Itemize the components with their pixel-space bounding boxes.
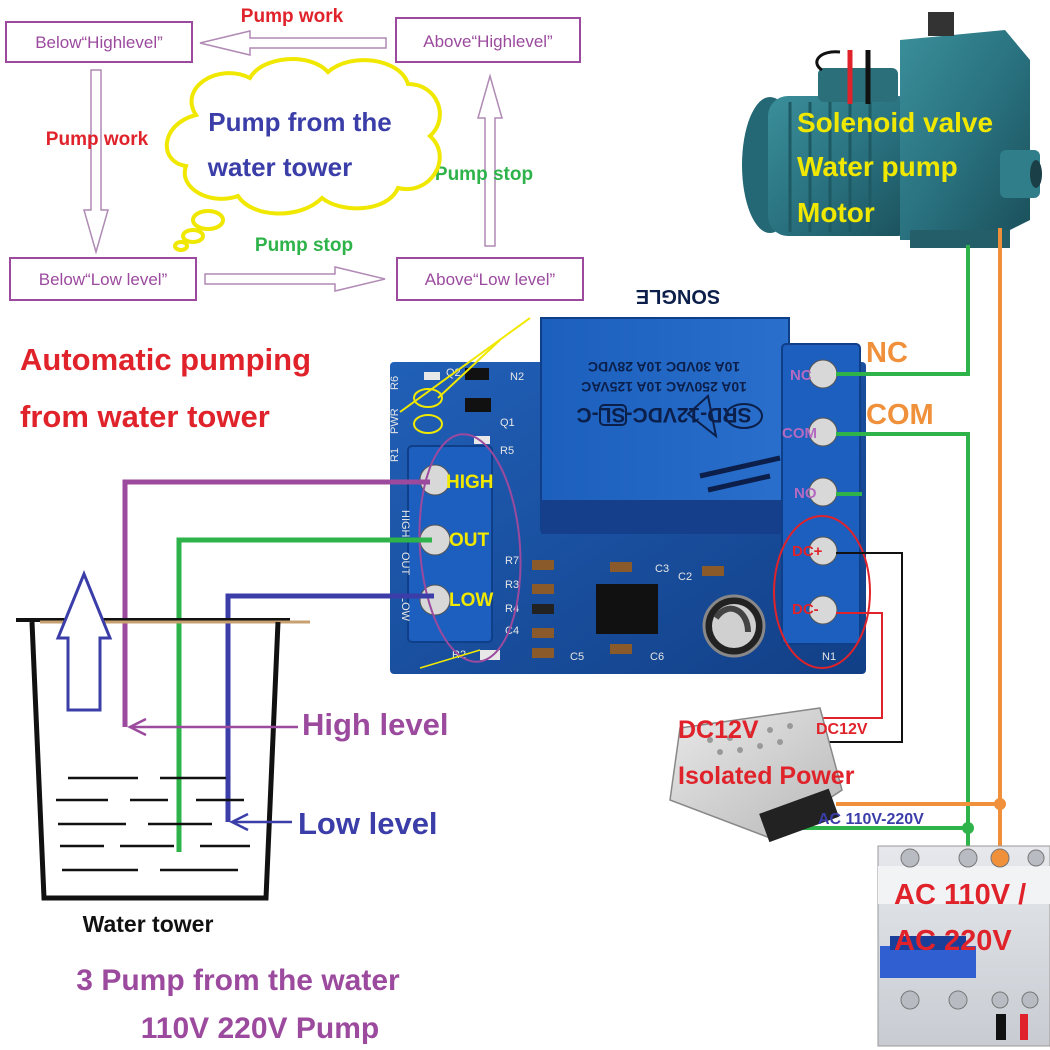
relay-model: SRD-12VDC-SL-C: [576, 403, 751, 426]
label-high-level: High level: [302, 707, 448, 742]
arrow-right: [477, 73, 503, 247]
footer-line1: 3 Pump from the water: [76, 964, 400, 997]
box-below-high-text: Below“Highlevel”: [35, 33, 163, 52]
pin-low-label: LOW: [449, 590, 493, 611]
psu-ac-label: AC 110V-220V: [818, 811, 924, 828]
box-below-low-text: Below“Low level”: [39, 270, 168, 289]
arrow-bottom: [204, 266, 386, 292]
box-above-low-text: Above“Low level”: [425, 270, 556, 289]
label-pump-stop-right: Pump stop: [435, 164, 533, 185]
wire-dc-minus: [818, 612, 883, 719]
wires: [122, 228, 1002, 858]
cloud-text-line2: water tower: [207, 152, 353, 182]
silk-c2: C2: [678, 571, 692, 583]
led-callout: [399, 317, 531, 434]
box-below-high: [5, 21, 193, 63]
flow-chart: Below“Highlevel” Above“Highlevel” Below“…: [5, 6, 584, 301]
box-above-low: [396, 257, 584, 301]
breaker-label-line2: AC 220V: [894, 925, 1012, 957]
label-pump-work-top: Pump work: [241, 6, 344, 27]
psu-label-line1: DC12V: [678, 716, 759, 744]
relay-module: [540, 317, 790, 531]
caption-auto-line1: Automatic pumping: [20, 342, 311, 377]
box-above-high: [395, 17, 581, 63]
breaker-label-line1: AC 110V /: [894, 879, 1026, 911]
cloud-text-line1: Pump from the: [208, 107, 391, 137]
thought-cloud: [164, 57, 442, 252]
silk-n2: N2: [510, 371, 524, 383]
pin-high-label: HIGH: [446, 472, 494, 493]
breaker-switch: [880, 946, 976, 978]
silk-low: LOW: [399, 596, 411, 622]
circuit-breaker: [877, 845, 1050, 1047]
label-pump-stop-bottom: Pump stop: [255, 235, 353, 256]
ic-chip: [596, 584, 658, 634]
wire-dc-plus: [818, 552, 903, 743]
wire-nc: [836, 245, 970, 376]
wire-com: [836, 432, 970, 858]
silk-r5: R5: [500, 445, 514, 457]
terminal-screws-right: [808, 359, 838, 625]
silk-n1: N1: [822, 651, 836, 663]
silk-r3: R3: [505, 579, 519, 591]
arrow-top: [199, 30, 387, 56]
silk-r1: R1: [389, 448, 401, 462]
relay-rating-1: 10A 250VAC 10A 125VAC: [581, 379, 747, 395]
com-callout: COM: [866, 399, 934, 431]
silk-high: HIGH: [399, 510, 411, 538]
term-nc-label: NC: [790, 367, 812, 384]
silk-r7: R7: [505, 555, 519, 567]
psu-label-line2: Isolated Power: [678, 762, 855, 790]
relay-rating-2: 10A 30VDC 10A 28VDC: [588, 359, 740, 375]
silk-q1: Q1: [500, 417, 515, 429]
term-dcp-label: DC+: [792, 543, 823, 560]
term-dcm-label: DC-: [792, 601, 819, 618]
box-below-low: [9, 257, 197, 301]
label-water-tower: Water tower: [83, 911, 214, 937]
silk-c3: C3: [655, 563, 669, 575]
wire-high: [122, 479, 430, 727]
footer-line2: 110V 220V Pump: [141, 1012, 379, 1045]
arrow-left: [83, 69, 109, 255]
pin-out-label: OUT: [449, 530, 490, 551]
silk-out: OUT: [399, 552, 411, 576]
pump-label-line3: Motor: [797, 197, 875, 228]
relay-brand: SONGLE: [636, 285, 720, 307]
smd-components: [424, 368, 766, 660]
silk-r6: R6: [389, 376, 401, 390]
relay-board: SRD-12VDC-SL-C 10A 250VAC 10A 125VAC 10A…: [389, 285, 866, 674]
water-tank: [16, 570, 310, 901]
nc-callout: NC: [866, 337, 908, 369]
label-low-level: Low level: [298, 806, 438, 841]
pump-label-line1: Solenoid valve: [797, 107, 993, 138]
term-com-label: COM: [782, 425, 817, 442]
silk-c6: C6: [650, 651, 664, 663]
terminal-screws-left: [419, 464, 451, 616]
power-supply: [669, 707, 843, 843]
silk-pwr: PWR: [389, 408, 401, 434]
psu-dc-label: DC12V: [816, 721, 868, 738]
silk-c5: C5: [570, 651, 584, 663]
term-no-label: NO: [794, 485, 817, 502]
wire-low: [225, 593, 434, 822]
water-pump: [742, 12, 1042, 248]
dc-highlight: [773, 515, 871, 669]
wire-out: [176, 537, 432, 852]
label-pump-work-left: Pump work: [46, 129, 149, 150]
fill-up-arrow: [55, 570, 113, 712]
pin-highlight: [418, 433, 522, 663]
caption-auto-line2: from water tower: [20, 399, 270, 434]
box-above-high-text: Above“Highlevel”: [423, 32, 553, 51]
pump-label-line2: Water pump: [797, 151, 958, 182]
